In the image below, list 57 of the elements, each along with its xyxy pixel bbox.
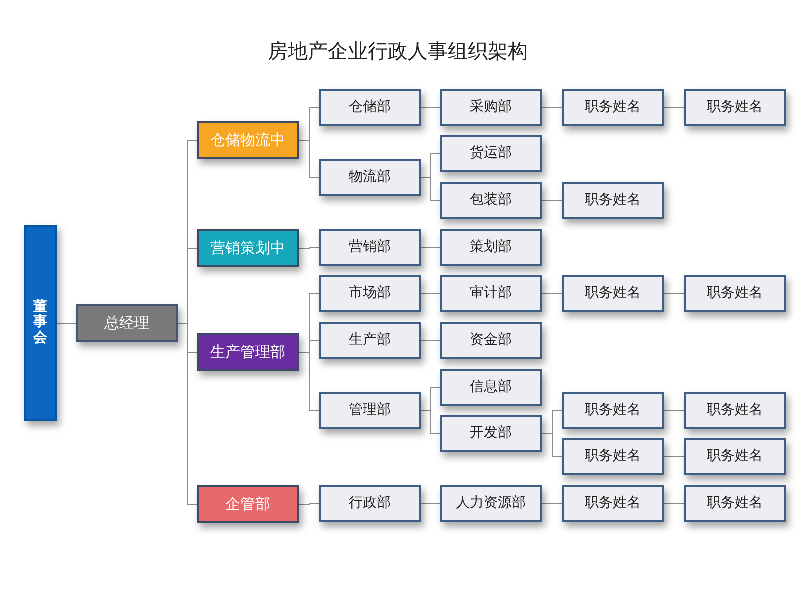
department-box: 市场部 [319,275,421,312]
connector-line [420,340,440,341]
connector-line [56,323,76,324]
department-box: 人力资源部 [440,485,542,522]
department-box: 包装部 [440,182,542,219]
department-box: 营销部 [319,229,421,266]
department-box: 仓储部 [319,89,421,126]
department-box: 货运部 [440,135,542,172]
connector-line [420,503,440,504]
connector-line [420,293,440,294]
connector-line [420,177,440,201]
position-box: 职务姓名 [562,485,664,522]
connector-line [178,323,198,505]
department-box: 资金部 [440,322,542,359]
connector-line [542,293,562,294]
position-box: 职务姓名 [562,182,664,219]
manager-box: 总经理 [76,304,178,342]
position-box: 职务姓名 [562,275,664,312]
division-box: 仓储物流中 [197,121,299,159]
connector-line [298,247,320,249]
connector-line [664,456,684,457]
position-box: 职务姓名 [684,485,786,522]
department-box: 信息部 [440,369,542,406]
position-box: 职务姓名 [684,89,786,126]
department-box: 物流部 [319,159,421,196]
department-box: 策划部 [440,229,542,266]
chart-title: 房地产企业行政人事组织架构 [268,38,528,65]
connector-line [420,247,440,248]
connector-line [420,107,440,108]
connector-line [664,410,684,411]
connector-line [664,293,684,294]
connector-line [542,433,562,457]
connector-line [298,352,320,411]
connector-line [298,503,320,505]
department-box: 管理部 [319,392,421,429]
connector-line [542,503,562,504]
connector-line [542,200,562,201]
connector-line [298,140,320,178]
connector-line [420,410,440,434]
position-box: 职务姓名 [562,89,664,126]
position-box: 职务姓名 [562,392,664,429]
division-box: 营销策划中 [197,229,299,267]
connector-line [664,107,684,108]
department-box: 审计部 [440,275,542,312]
department-box: 行政部 [319,485,421,522]
position-box: 职务姓名 [562,438,664,475]
board-box: 董事会 [24,225,57,421]
department-box: 采购部 [440,89,542,126]
division-box: 企管部 [197,485,299,523]
department-box: 开发部 [440,415,542,452]
department-box: 生产部 [319,322,421,359]
position-box: 职务姓名 [684,438,786,475]
connector-line [664,503,684,504]
position-box: 职务姓名 [684,392,786,429]
division-box: 生产管理部 [197,333,299,371]
position-box: 职务姓名 [684,275,786,312]
connector-line [542,107,562,108]
